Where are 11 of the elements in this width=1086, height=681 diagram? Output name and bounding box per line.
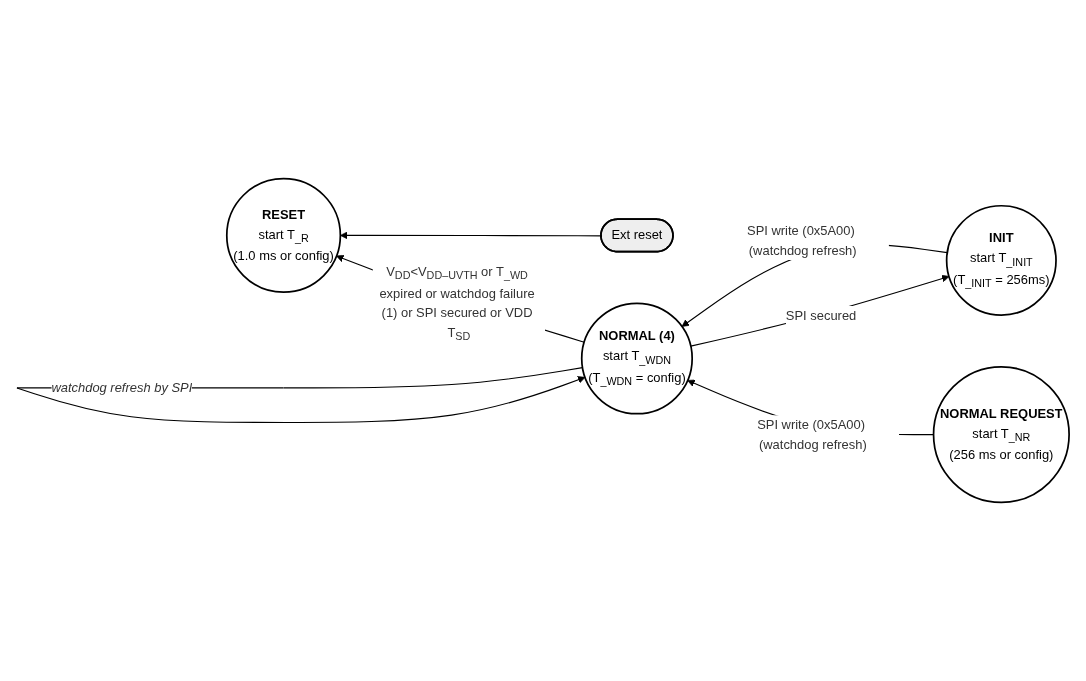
node-circle: INIT start T$_{_INIT}$ (T$_{_INIT}$ = 256ms) [945,204,1057,316]
arrow [681,244,948,327]
node-circle: NORMAL (4) start T$_{_WDN}$ (T$_{_WDN}$ = config) [580,302,694,415]
edge-label: V$_{DD}$<V$_{DD–UVTH}$ or T$_{_WD}$ expired or watchdog failure (1) or SPI secured or VDD T$_{SD}$ [379,263,535,343]
node-circle: RESET start T$_{_R}$ (1.0 ms or config) [225,177,342,294]
node-circle: NORMAL REQUEST start T$_{_NR}$ (256 ms or config) [932,365,1070,504]
edge-label: SPI write (0x5A00) (watchdog refresh) [747,222,857,257]
edge-label: watchdog refresh by SPI [51,379,193,395]
edge-label: SPI write (0x5A00) (watchdog refresh) [757,416,867,451]
edge-label: SPI secured [785,307,857,323]
arrow [690,274,950,347]
